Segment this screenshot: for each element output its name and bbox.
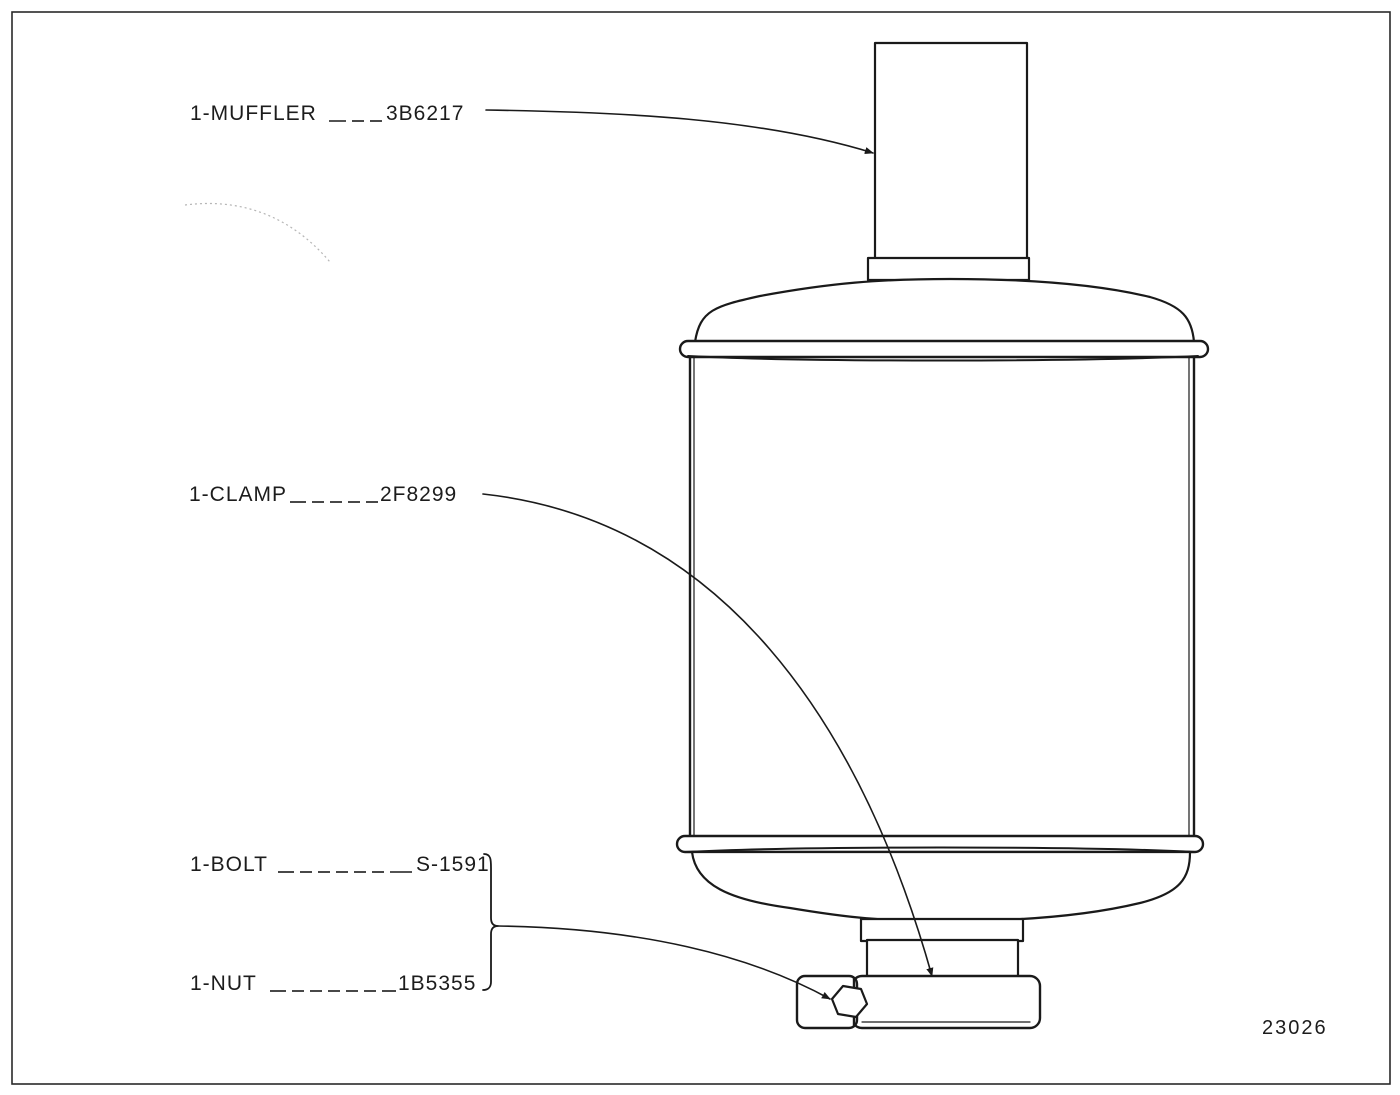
clamp-part-number: 2F8299 (380, 483, 457, 506)
muffler-name-label: 1-MUFFLER (190, 102, 317, 125)
hex-nut (830, 984, 869, 1019)
muffler-leader-line (485, 109, 874, 155)
muffler-callout: 1-MUFFLER 3B6217 (190, 102, 464, 125)
bolt-callout: 1-BOLT S-1591 (190, 853, 490, 876)
scan-mark (184, 202, 331, 263)
clamp-leader-line (482, 493, 934, 977)
clamp-band (850, 974, 1042, 1030)
bolt-nut-leader-line (497, 925, 831, 1000)
upper-seam-band (678, 339, 1210, 359)
outlet-pipe (873, 41, 1029, 262)
inlet-pipe (865, 938, 1020, 980)
clamp-callout: 1-CLAMP 2F8299 (189, 483, 457, 506)
clamp-name-label: 1-CLAMP (189, 483, 287, 506)
nut-part-number: 1B5355 (398, 972, 476, 995)
lower-seam-shadow (685, 846, 1196, 853)
outlet-collar (866, 256, 1031, 282)
inlet-neck-ring (859, 917, 1025, 943)
figure-number: 23026 (1262, 1017, 1328, 1039)
muffler-part-number: 3B6217 (386, 102, 464, 125)
upper-seam-shadow (687, 355, 1199, 362)
muffler-body (688, 350, 1196, 842)
top-dome (693, 277, 1196, 344)
bottom-dome (690, 850, 1192, 923)
muffler-assembly (675, 41, 1210, 1030)
bolt-part-number: S-1591 (416, 853, 490, 876)
bolt-name-label: 1-BOLT (190, 853, 268, 876)
nut-name-label: 1-NUT (190, 972, 257, 995)
page-border (11, 11, 1391, 1085)
nut-callout: 1-NUT 1B5355 (190, 972, 476, 995)
